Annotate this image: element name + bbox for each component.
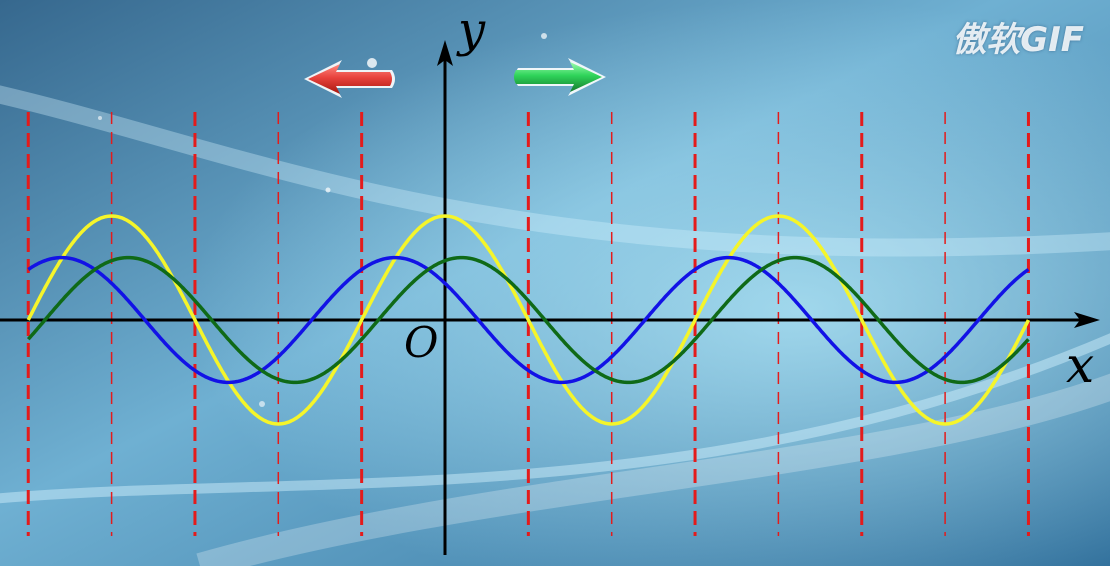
series-line-1: [26, 214, 1030, 426]
y-axis-label: y: [458, 2, 486, 58]
curves: [26, 214, 1030, 426]
x-axis-label: x: [1066, 336, 1095, 394]
arrow-right-icon: [514, 58, 606, 96]
shift-right-button[interactable]: [506, 54, 610, 100]
origin-label: O: [404, 318, 439, 367]
x-axis-arrowhead: [1074, 312, 1100, 328]
arrow-left-icon: [304, 60, 395, 98]
axes: [0, 40, 1100, 555]
watermark: 傲软GIF: [952, 20, 1084, 60]
shift-left-button[interactable]: [300, 56, 400, 102]
series-line-3: [26, 255, 1030, 385]
vertical-guides: [26, 112, 1030, 536]
series-line-2: [27, 255, 1030, 385]
y-axis-arrowhead: [437, 40, 453, 66]
